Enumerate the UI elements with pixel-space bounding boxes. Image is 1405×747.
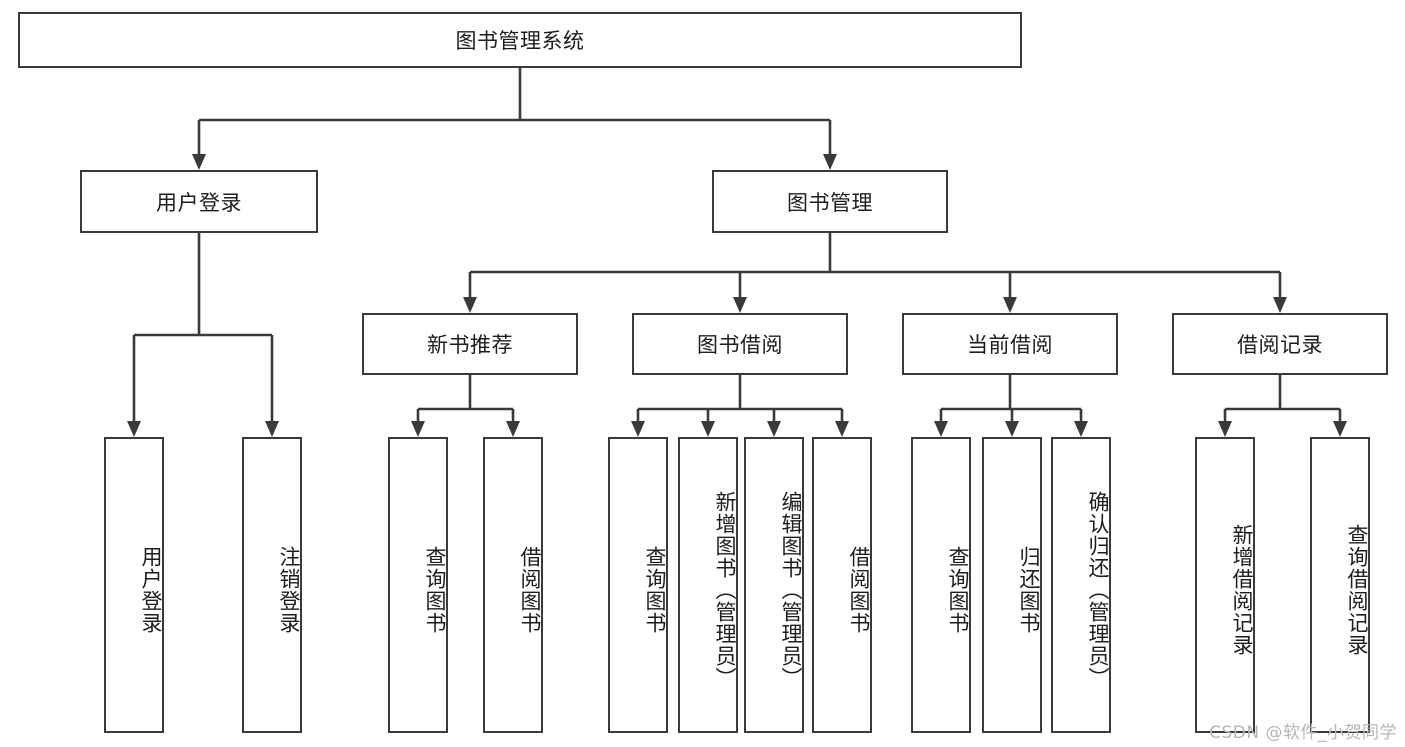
node-label: 新增图书（管理员） <box>713 491 737 689</box>
node-leaf-2[interactable]: 查询图书 <box>388 437 448 733</box>
node-leaf-3[interactable]: 借阅图书 <box>483 437 543 733</box>
node-leaf-8[interactable]: 查询图书 <box>911 437 971 733</box>
node-leaf-0[interactable]: 用户登录 <box>104 437 164 733</box>
watermark-label: CSDN @软件_小贺同学 <box>1209 723 1397 743</box>
node-label: 用户登录 <box>156 190 242 215</box>
node-label: 图书管理 <box>787 190 873 215</box>
node-label: 注销登录 <box>277 546 301 634</box>
node-label: 查询图书 <box>643 546 667 634</box>
node-level3-0[interactable]: 新书推荐 <box>362 313 578 375</box>
node-label: 借阅图书 <box>847 546 871 634</box>
node-label: 图书管理系统 <box>455 29 585 53</box>
node-label: 查询图书 <box>946 546 970 634</box>
node-root-图书管理系统[interactable]: 图书管理系统 <box>18 12 1022 68</box>
node-level2-0[interactable]: 用户登录 <box>80 170 318 233</box>
node-leaf-6[interactable]: 编辑图书（管理员） <box>744 437 804 733</box>
node-label: 新增借阅记录 <box>1230 524 1254 656</box>
node-label: 编辑图书（管理员） <box>779 491 803 689</box>
node-leaf-5[interactable]: 新增图书（管理员） <box>678 437 738 733</box>
node-leaf-4[interactable]: 查询图书 <box>608 437 668 733</box>
node-level2-1[interactable]: 图书管理 <box>712 170 948 233</box>
node-level3-3[interactable]: 借阅记录 <box>1172 313 1388 375</box>
node-leaf-11[interactable]: 新增借阅记录 <box>1195 437 1255 733</box>
node-label: 查询借阅记录 <box>1345 524 1369 656</box>
node-level3-1[interactable]: 图书借阅 <box>632 313 848 375</box>
node-label: 确认归还（管理员） <box>1086 491 1110 689</box>
node-level3-2[interactable]: 当前借阅 <box>902 313 1118 375</box>
node-label: 查询图书 <box>423 546 447 634</box>
node-label: 归还图书 <box>1017 546 1041 634</box>
node-leaf-7[interactable]: 借阅图书 <box>812 437 872 733</box>
node-label: 借阅图书 <box>518 546 542 634</box>
node-leaf-10[interactable]: 确认归还（管理员） <box>1051 437 1111 733</box>
node-label: 新书推荐 <box>427 333 513 357</box>
node-label: 当前借阅 <box>967 333 1053 357</box>
node-label: 借阅记录 <box>1237 333 1323 357</box>
node-leaf-1[interactable]: 注销登录 <box>242 437 302 733</box>
node-label: 图书借阅 <box>697 333 783 357</box>
node-leaf-9[interactable]: 归还图书 <box>982 437 1042 733</box>
node-label: 用户登录 <box>139 546 163 634</box>
node-leaf-12[interactable]: 查询借阅记录 <box>1310 437 1370 733</box>
